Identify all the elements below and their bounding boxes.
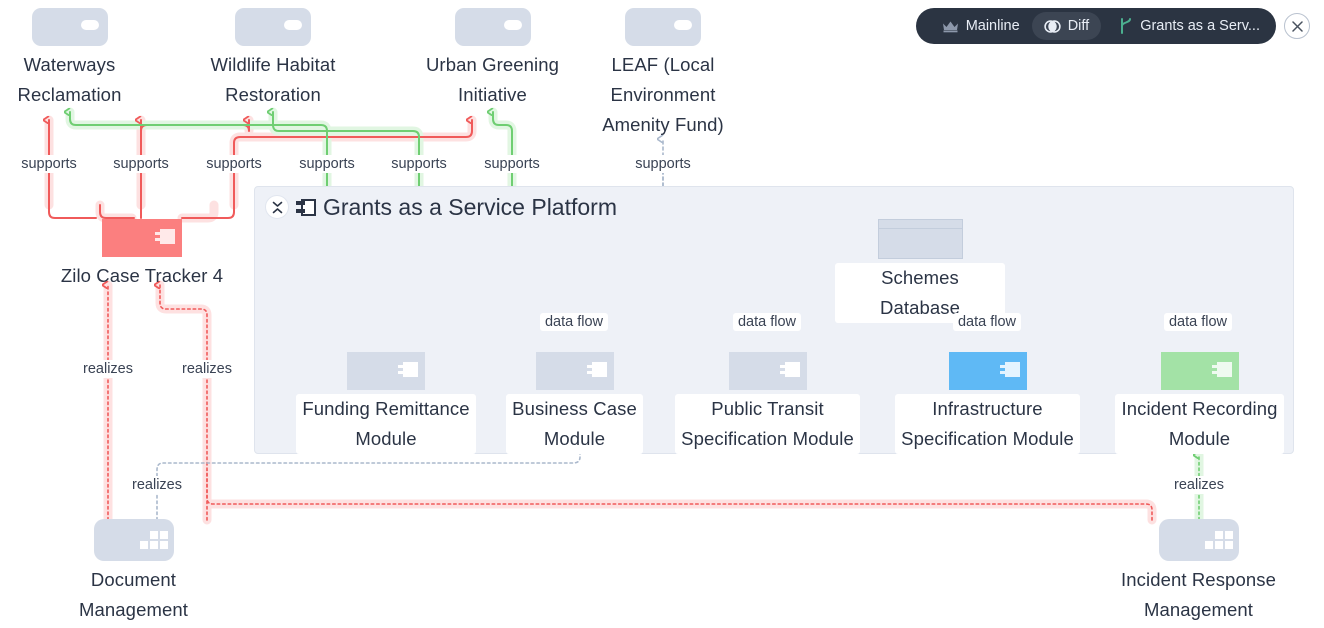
branch-toolbar: Mainline Diff: [915, 8, 1310, 44]
node-label: LEAF (Local Environment Amenity Fund): [602, 54, 724, 135]
node-module-public-transit-specification[interactable]: Public Transit Specification Module: [667, 352, 868, 454]
diff-label: Diff: [1067, 18, 1090, 34]
close-icon[interactable]: [1284, 13, 1310, 39]
edge-label-data-flow: data flow: [952, 313, 1022, 331]
goal-icon: [235, 8, 311, 46]
edge-label-data-flow: data flow: [732, 313, 802, 331]
node-data-object-schemes-database[interactable]: Schemes Database: [835, 219, 1005, 323]
edge-realizes-document-funding: [156, 449, 581, 521]
node-label: Infrastructure Specification Module: [895, 394, 1080, 454]
crown-icon: [942, 20, 959, 33]
mainline-button[interactable]: Mainline: [930, 12, 1032, 40]
node-goal-leaf-fund[interactable]: LEAF (Local Environment Amenity Fund): [590, 8, 736, 140]
node-label: Public Transit Specification Module: [675, 394, 860, 454]
diff-toggle[interactable]: Diff: [1031, 12, 1102, 40]
branch-pill: Mainline Diff: [915, 8, 1276, 44]
application-component-icon: [347, 352, 425, 390]
goal-icon: [625, 8, 701, 46]
application-component-icon: [948, 352, 1027, 390]
edge-supports-waterways-stub: [48, 204, 97, 219]
edge-label-supports: supports: [630, 155, 696, 173]
current-branch-button[interactable]: Grants as a Serv...: [1107, 12, 1272, 40]
node-label: Zilo Case Tracker 4: [60, 265, 224, 286]
mainline-label: Mainline: [965, 18, 1020, 34]
application-component-icon: [535, 352, 614, 390]
edge-realizes-incident-route: [206, 469, 1153, 521]
node-label: Wildlife Habitat Restoration: [210, 54, 336, 105]
edge-label-supports: supports: [386, 155, 452, 173]
edge-label-data-flow: data flow: [1163, 313, 1233, 331]
application-component-icon: [728, 352, 807, 390]
node-label: Business Case Module: [506, 394, 643, 454]
goal-icon: [454, 8, 531, 46]
collapse-vertical-icon[interactable]: [265, 195, 289, 219]
diff-contrast-icon: [1043, 18, 1061, 35]
edge-label-realizes: realizes: [78, 360, 138, 378]
application-component-icon: [102, 219, 182, 257]
node-module-funding-remittance[interactable]: Funding Remittance Module: [290, 352, 482, 454]
edge-label-supports: supports: [108, 155, 174, 173]
node-label: Urban Greening Initiative: [425, 54, 560, 105]
node-label: Incident Response Management: [1121, 569, 1276, 620]
group-header: Grants as a Service Platform: [265, 195, 617, 219]
edge-label-realizes: realizes: [177, 360, 237, 378]
node-module-business-case[interactable]: Business Case Module: [503, 352, 646, 454]
git-branch-icon: [1119, 17, 1133, 35]
edge-supports-stub-3: [181, 204, 235, 219]
node-goal-urban-greening-initiative[interactable]: Urban Greening Initiative: [419, 8, 566, 110]
node-goal-wildlife-habitat-restoration[interactable]: Wildlife Habitat Restoration: [200, 8, 346, 110]
edge-label-supports: supports: [479, 155, 545, 173]
node-capability-incident-response-management[interactable]: Incident Response Management: [1105, 519, 1292, 625]
edge-label-supports: supports: [16, 155, 82, 173]
goal-icon: [31, 8, 108, 46]
edge-label-realizes: realizes: [1169, 476, 1229, 494]
node-label: Waterways Reclamation: [17, 54, 122, 105]
node-label: Incident Recording Module: [1115, 394, 1284, 454]
node-goal-waterways-reclamation[interactable]: Waterways Reclamation: [8, 8, 131, 110]
node-module-infrastructure-specification[interactable]: Infrastructure Specification Module: [886, 352, 1089, 454]
node-application-zilo-case-tracker-4[interactable]: Zilo Case Tracker 4: [56, 219, 228, 291]
edge-supports-stub-2: [99, 204, 135, 219]
edge-label-supports: supports: [201, 155, 267, 173]
application-component-icon: [1160, 352, 1239, 390]
capability-icon: [93, 519, 174, 561]
group-title: Grants as a Service Platform: [323, 194, 617, 220]
application-component-icon: [296, 198, 316, 216]
current-branch-label: Grants as a Serv...: [1140, 18, 1260, 34]
data-object-icon: [877, 219, 963, 259]
node-module-incident-recording[interactable]: Incident Recording Module: [1106, 352, 1293, 454]
node-label: Document Management: [79, 569, 188, 620]
edge-label-supports: supports: [294, 155, 360, 173]
capability-icon: [1158, 519, 1239, 561]
edge-label-data-flow: data flow: [539, 313, 609, 331]
edge-label-realizes: realizes: [127, 476, 187, 494]
node-capability-document-management[interactable]: Document Management: [60, 519, 207, 625]
node-label: Funding Remittance Module: [296, 394, 476, 454]
